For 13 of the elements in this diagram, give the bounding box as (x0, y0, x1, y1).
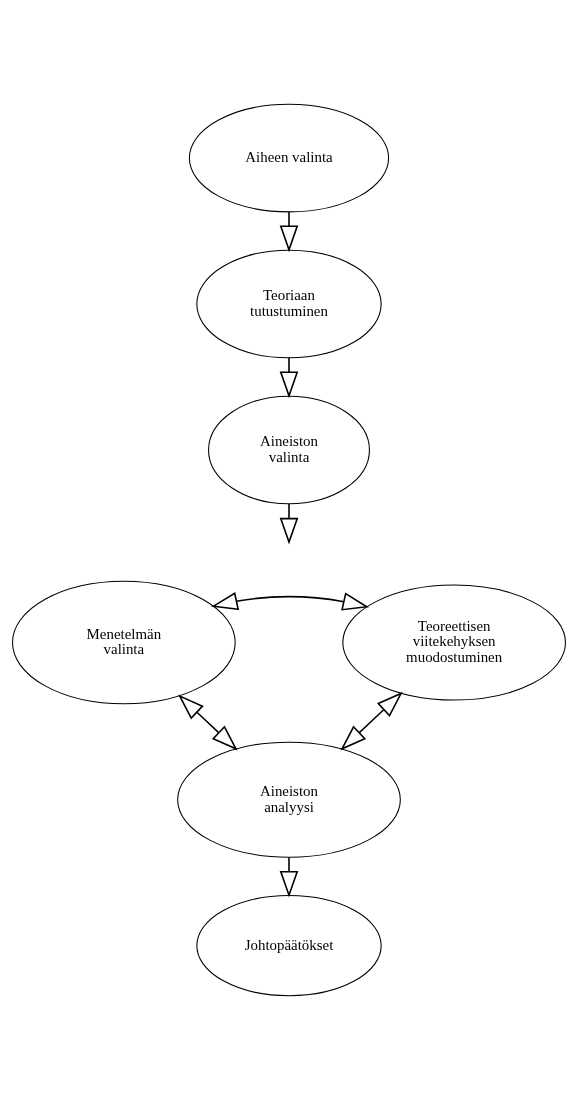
node-ellipse: Aineiston analyysi (177, 741, 401, 858)
arrow (279, 356, 299, 398)
node-ellipse: Teoriaan tutustuminen (196, 249, 382, 358)
arrow (340, 691, 403, 750)
arrow (211, 591, 370, 611)
arrow (178, 693, 238, 750)
arrow (279, 856, 299, 898)
arrow (279, 210, 299, 252)
node-ellipse: Johtopäätökset (196, 894, 382, 996)
node-ellipse: Aiheen valinta (188, 103, 390, 212)
node-ellipse: Aineiston valinta (208, 395, 370, 504)
arrow (279, 502, 299, 545)
node-ellipse: Menetelmän valinta (12, 580, 236, 704)
